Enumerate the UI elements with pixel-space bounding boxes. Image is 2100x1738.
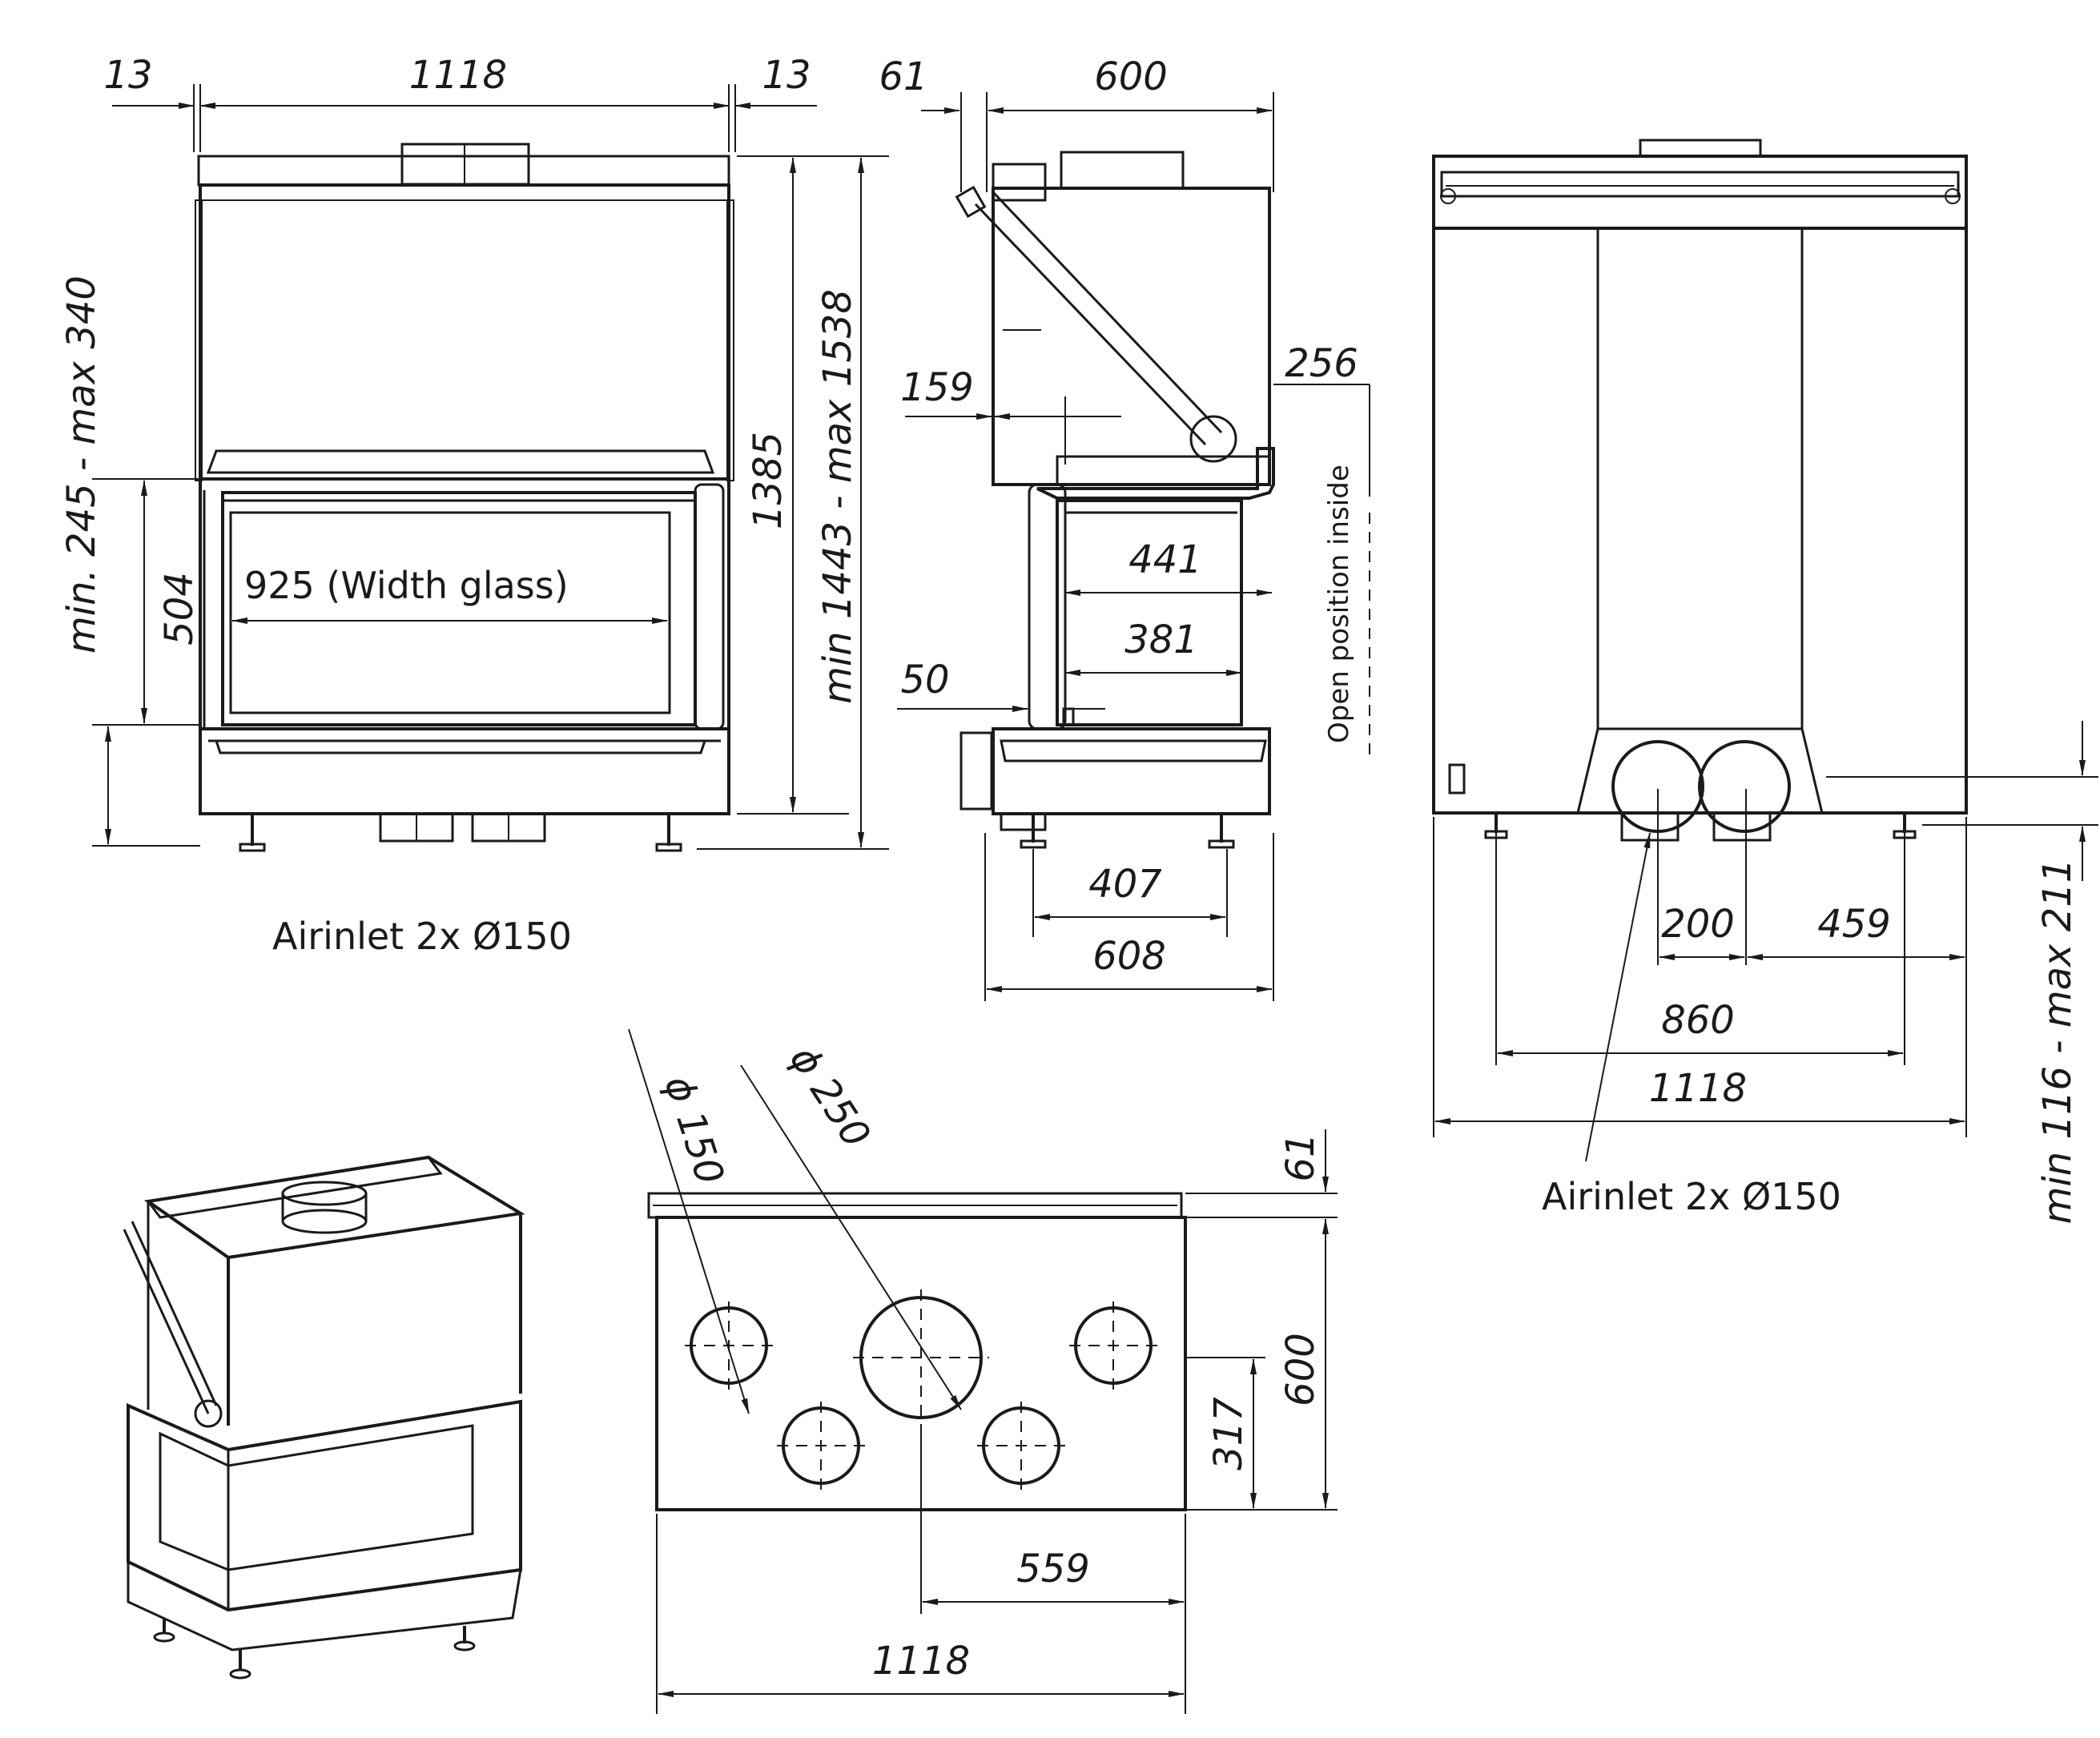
- rear-dim-200: 200: [1661, 902, 1735, 947]
- side-dim-608: 608: [1092, 934, 1166, 979]
- dim-height: 1385: [746, 432, 791, 529]
- side-dim-depth: 600: [1094, 54, 1168, 99]
- side-dim-381: 381: [1124, 618, 1198, 662]
- side-dim-256: 256: [1285, 341, 1358, 386]
- dia-250: ϕ 250: [781, 1038, 879, 1156]
- dim-opening-height: 504: [157, 572, 202, 646]
- dia-150: ϕ 150: [656, 1070, 733, 1189]
- dim-top-right: 13: [762, 53, 811, 98]
- dim-top-width: 1118: [409, 53, 507, 98]
- front-view: 13 1118 13 504 min. 245 - max 340 925 (W…: [59, 53, 889, 958]
- rear-dim-1118: 1118: [1649, 1066, 1747, 1111]
- rear-dim-459: 459: [1817, 902, 1891, 947]
- rear-airinlet-label: Airinlet 2x Ø150: [1542, 1175, 1841, 1218]
- top-dim-600: 600: [1278, 1333, 1323, 1406]
- dim-chimney-range: min. 245 - max 340: [59, 276, 104, 654]
- open-position-label: Open position inside: [1323, 465, 1355, 743]
- dim-top-left: 13: [103, 53, 152, 98]
- front-airinlet-label: Airinlet 2x Ø150: [272, 915, 572, 958]
- top-dim-559: 559: [1016, 1547, 1090, 1591]
- rear-view: 200 459 860 1118 min 116 - max 211 Airin…: [1432, 139, 2098, 1225]
- side-dim-441: 441: [1128, 537, 1202, 582]
- side-view: 61 600 159 256 441 381 50 407 608 Open p…: [879, 54, 1370, 1001]
- top-dim-61: 61: [1278, 1133, 1323, 1181]
- dim-glass-width: 925 (Width glass): [244, 564, 569, 607]
- side-dim-offset: 61: [879, 54, 927, 99]
- rear-dim-right-height: min 116 - max 211: [2035, 859, 2080, 1225]
- side-dim-159: 159: [900, 365, 974, 410]
- top-dim-1118: 1118: [872, 1639, 970, 1684]
- perspective-view: [123, 1155, 525, 1680]
- top-view: ϕ 150 ϕ 250 61 600 317 559 1118: [628, 1028, 1338, 1714]
- dim-total-height: min 1443 - max 1538: [815, 289, 860, 704]
- side-dim-50: 50: [900, 658, 949, 702]
- rear-dim-860: 860: [1661, 998, 1735, 1043]
- side-dim-407: 407: [1088, 862, 1162, 907]
- top-dim-317: 317: [1206, 1397, 1251, 1470]
